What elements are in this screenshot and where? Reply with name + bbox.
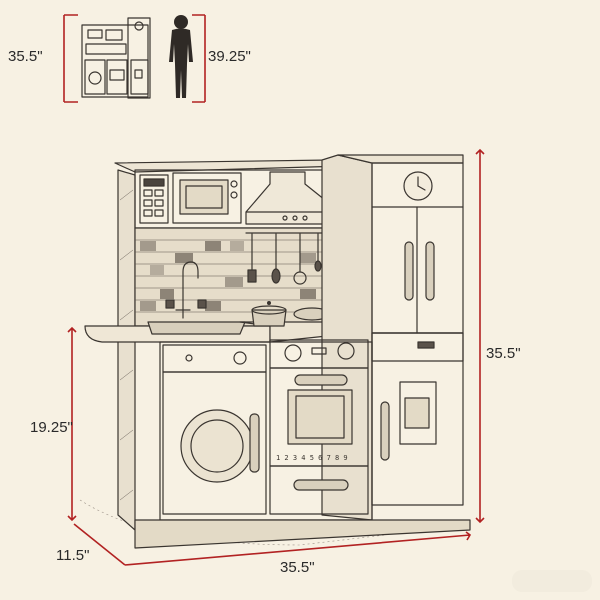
- thumb-height-label: 39.25": [208, 48, 251, 65]
- thumb-kitchen-icon: [81, 17, 151, 99]
- kitchen-drawing: 1 2 3 4 5 6 7 8 9: [79, 154, 471, 549]
- fridge-side-panel: [321, 154, 373, 521]
- depth-label: 11.5": [56, 547, 89, 564]
- thumb-width-bracket: [63, 14, 78, 103]
- oven-dial-digits: 1 2 3 4 5 6 7 8 9: [276, 454, 348, 462]
- height-dimension: [475, 148, 485, 524]
- height-label: 35.5": [486, 345, 521, 362]
- counter-height-label: 19.25": [30, 419, 73, 436]
- oven-icon: 1 2 3 4 5 6 7 8 9: [269, 339, 369, 515]
- faucet-icon: [165, 261, 207, 319]
- child-silhouette-icon: [169, 15, 193, 98]
- base-plinth: [134, 519, 471, 549]
- clock-icon: [403, 171, 433, 201]
- water-dispenser: [399, 381, 437, 445]
- counter-height-dimension: [67, 326, 77, 522]
- fridge-handles: [404, 241, 435, 301]
- left-side-panel: [117, 169, 136, 531]
- dimension-lines: 35.5" 19.25" 11.5" 35.5": [30, 148, 521, 576]
- thumb-height-bracket: [192, 14, 206, 103]
- washer-door-icon: [162, 344, 267, 515]
- width-dimension: [124, 531, 472, 566]
- pot-icon: [251, 301, 287, 327]
- hanging-utensils: [245, 232, 331, 285]
- thumbnail-group: 35.5" 39.25": [8, 14, 251, 103]
- sink: [147, 321, 246, 335]
- thumb-width-label: 35.5": [8, 48, 43, 65]
- upper-control-panel: [139, 174, 169, 224]
- backsplash-tiles: [135, 239, 325, 313]
- width-label: 35.5": [280, 559, 315, 576]
- lower-fridge-handle: [380, 401, 390, 461]
- depth-dimension: [73, 523, 126, 566]
- watermark-blur: [512, 570, 592, 592]
- microwave-icon: [172, 172, 242, 224]
